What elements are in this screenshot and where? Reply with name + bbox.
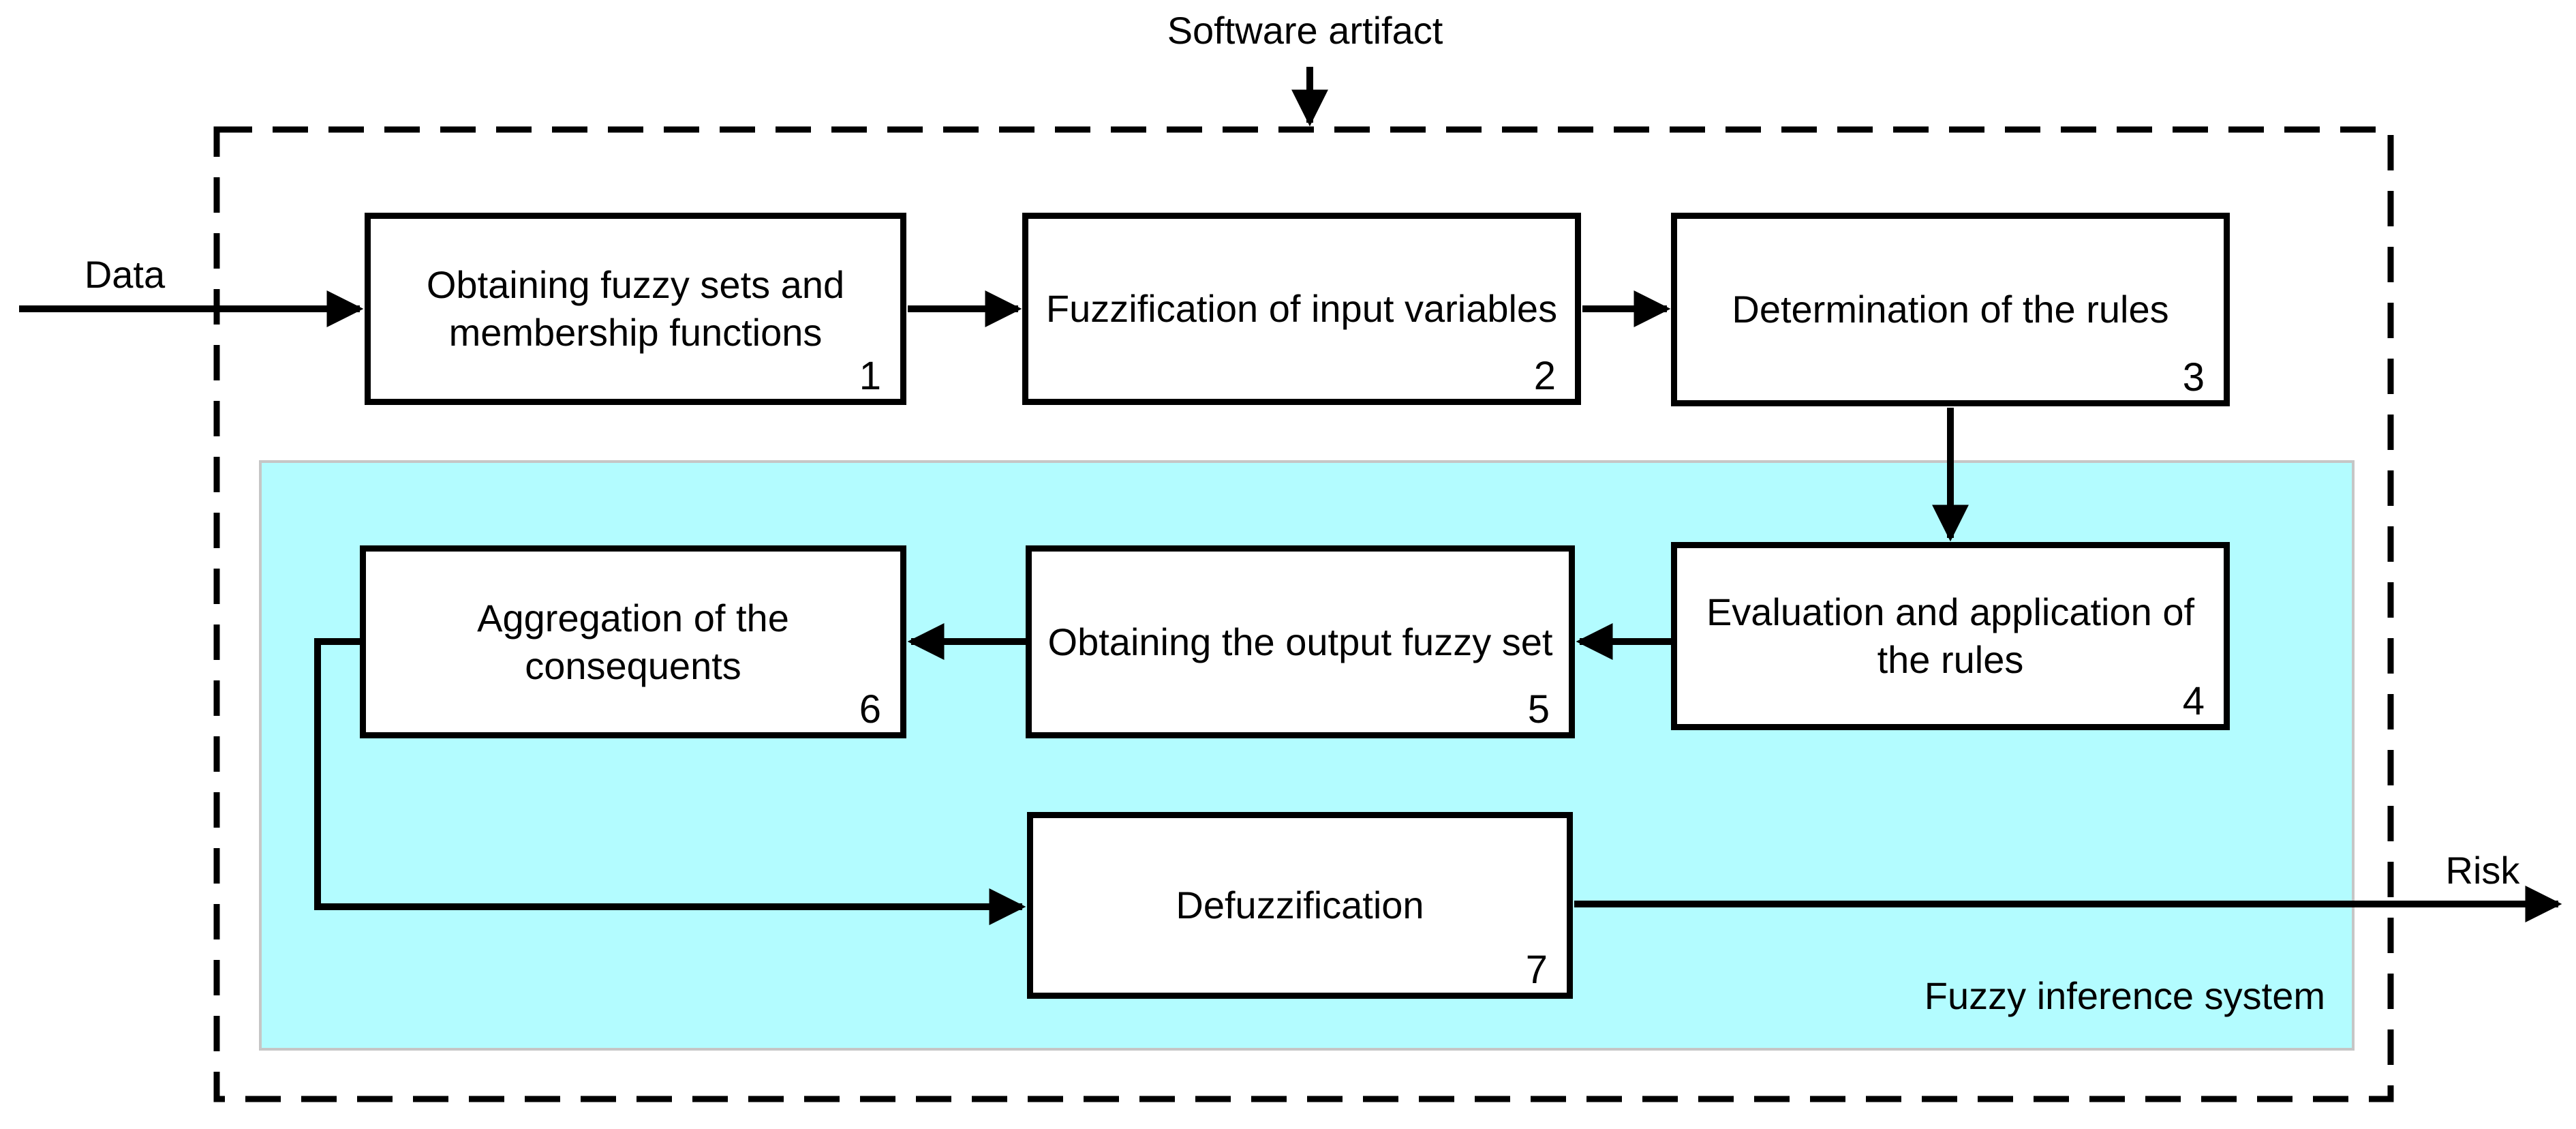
box-fuzzification: Fuzzification of input variables 2 (1022, 213, 1581, 405)
data-label: Data (84, 253, 166, 296)
box-label: Determination of the rules (1732, 288, 2169, 331)
software-artifact-label: Software artifact (1167, 9, 1443, 52)
box-number: 1 (859, 354, 881, 398)
box-label: Fuzzification of input variables (1045, 287, 1558, 330)
box-label: Obtaining the output fuzzy set (1047, 620, 1553, 663)
box-evaluation-application: Evaluation and application of the rules … (1671, 542, 2230, 730)
box-determination-of-rules: Determination of the rules 3 (1671, 213, 2230, 406)
box-defuzzification: Defuzzification 7 (1027, 812, 1573, 999)
system-boundary-dashed (213, 126, 2394, 1102)
box-label: Aggregation of the consequents (477, 596, 789, 687)
arrow-box6-to-box7-elbow (314, 638, 1026, 926)
box-number: 3 (2182, 355, 2205, 400)
box-number: 4 (2182, 679, 2205, 723)
risk-label: Risk (2445, 849, 2520, 892)
box-label: Defuzzification (1176, 884, 1424, 927)
box-label: Obtaining fuzzy sets and membership func… (426, 263, 845, 354)
box-number: 5 (1527, 687, 1550, 732)
box-number: 6 (859, 687, 881, 732)
box-number: 2 (1533, 354, 1556, 398)
box-aggregation-consequents: Aggregation of the consequents 6 (360, 545, 906, 738)
box-obtaining-fuzzy-sets: Obtaining fuzzy sets and membership func… (365, 213, 906, 405)
box-output-fuzzy-set: Obtaining the output fuzzy set 5 (1026, 545, 1575, 738)
fuzzy-inference-system-label: Fuzzy inference system (1924, 974, 2325, 1017)
box-number: 7 (1525, 948, 1548, 992)
box-label: Evaluation and application of the rules (1706, 590, 2195, 681)
